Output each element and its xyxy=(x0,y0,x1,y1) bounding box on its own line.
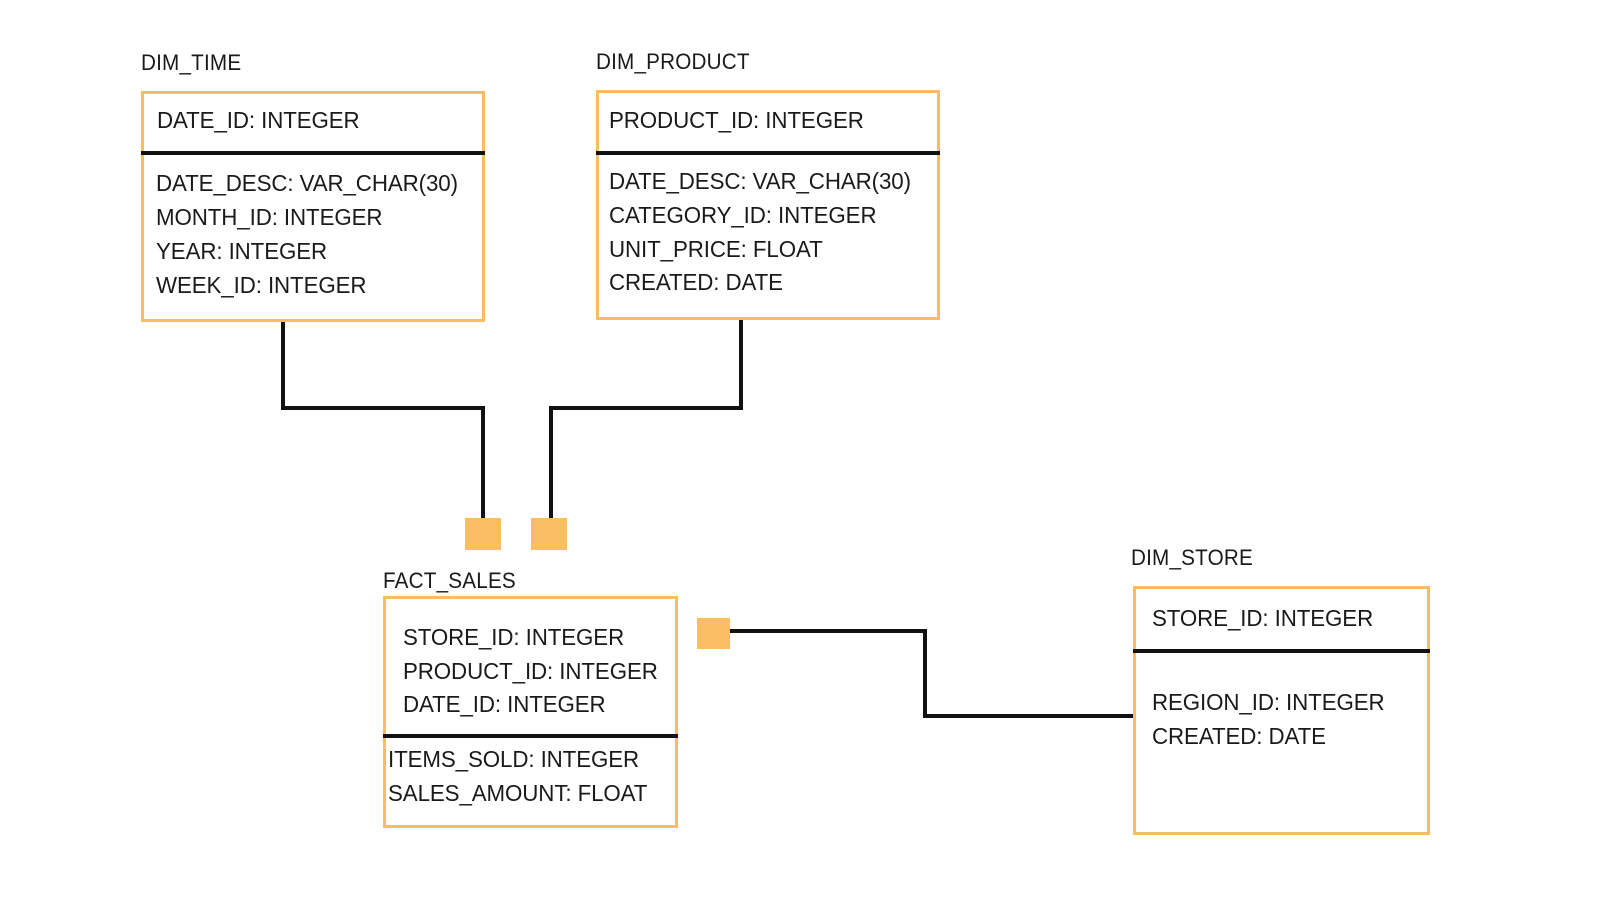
connector-fact-store-horizontal-lower xyxy=(923,714,1157,718)
field-dim-time-attr-3: WEEK_ID: INTEGER xyxy=(156,272,367,298)
table-dim-product-attr-section: DATE_DESC: VAR_CHAR(30) CATEGORY_ID: INT… xyxy=(599,155,937,317)
field-fact-sales-attr-0: ITEMS_SOLD: INTEGER xyxy=(388,746,640,772)
connector-dim-time-vertical-to-endpoint xyxy=(481,406,485,520)
field-dim-store-attr-0: REGION_ID: INTEGER xyxy=(1152,689,1385,715)
field-dim-product-attr-0: DATE_DESC: VAR_CHAR(30) xyxy=(609,168,911,194)
relationship-endpoint-dim-store[interactable] xyxy=(697,618,730,649)
table-title-dim-store: DIM_STORE xyxy=(1131,545,1253,570)
table-dim-store-key-section: STORE_ID: INTEGER xyxy=(1136,589,1427,647)
table-dim-product[interactable]: PRODUCT_ID: INTEGER DATE_DESC: VAR_CHAR(… xyxy=(596,90,940,320)
table-fact-sales-attr-section: ITEMS_SOLD: INTEGER SALES_AMOUNT: FLOAT xyxy=(386,738,675,825)
table-dim-time-divider xyxy=(141,151,485,155)
field-dim-product-attr-2: UNIT_PRICE: FLOAT xyxy=(609,236,823,262)
connector-dim-time-horizontal xyxy=(281,406,485,410)
field-dim-time-key-0: DATE_ID: INTEGER xyxy=(157,107,360,133)
field-dim-time-attr-0: DATE_DESC: VAR_CHAR(30) xyxy=(156,170,458,196)
field-fact-sales-key-1: PRODUCT_ID: INTEGER xyxy=(403,658,658,684)
table-title-dim-time: DIM_TIME xyxy=(141,50,242,75)
relationship-endpoint-dim-time[interactable] xyxy=(465,518,501,550)
table-dim-store[interactable]: STORE_ID: INTEGER REGION_ID: INTEGER CRE… xyxy=(1133,586,1430,835)
table-dim-time-attr-section: DATE_DESC: VAR_CHAR(30) MONTH_ID: INTEGE… xyxy=(144,155,482,319)
field-dim-store-attr-1: CREATED: DATE xyxy=(1152,723,1326,749)
table-dim-product-divider xyxy=(596,151,940,155)
connector-dim-product-horizontal xyxy=(549,406,743,410)
connector-dim-time-vertical-down xyxy=(281,320,285,410)
connector-fact-store-vertical xyxy=(923,629,927,718)
field-dim-product-attr-1: CATEGORY_ID: INTEGER xyxy=(609,202,877,228)
relationship-endpoint-dim-product[interactable] xyxy=(531,518,567,550)
table-dim-time-key-section: DATE_ID: INTEGER xyxy=(144,94,482,152)
connector-fact-store-horizontal-upper xyxy=(730,629,927,633)
field-dim-store-key-0: STORE_ID: INTEGER xyxy=(1152,605,1374,631)
table-title-fact-sales: FACT_SALES xyxy=(383,568,516,593)
table-fact-sales-key-section: STORE_ID: INTEGER PRODUCT_ID: INTEGER DA… xyxy=(386,599,675,723)
field-dim-time-attr-1: MONTH_ID: INTEGER xyxy=(156,204,383,230)
field-dim-product-attr-3: CREATED: DATE xyxy=(609,269,783,295)
field-fact-sales-attr-1: SALES_AMOUNT: FLOAT xyxy=(388,780,648,806)
table-fact-sales[interactable]: STORE_ID: INTEGER PRODUCT_ID: INTEGER DA… xyxy=(383,596,678,828)
table-dim-store-attr-section: REGION_ID: INTEGER CREATED: DATE xyxy=(1136,653,1427,832)
field-fact-sales-key-2: DATE_ID: INTEGER xyxy=(403,691,606,717)
table-title-dim-product: DIM_PRODUCT xyxy=(596,49,750,74)
table-dim-store-divider xyxy=(1133,649,1430,653)
connector-dim-product-vertical-down xyxy=(739,320,743,410)
field-dim-time-attr-2: YEAR: INTEGER xyxy=(156,238,328,264)
table-dim-product-key-section: PRODUCT_ID: INTEGER xyxy=(599,93,937,152)
field-dim-product-key-0: PRODUCT_ID: INTEGER xyxy=(609,107,864,133)
connector-dim-product-vertical-to-endpoint xyxy=(549,406,553,520)
table-dim-time[interactable]: DATE_ID: INTEGER DATE_DESC: VAR_CHAR(30)… xyxy=(141,91,485,322)
field-fact-sales-key-0: STORE_ID: INTEGER xyxy=(403,624,625,650)
table-fact-sales-divider xyxy=(383,734,678,738)
